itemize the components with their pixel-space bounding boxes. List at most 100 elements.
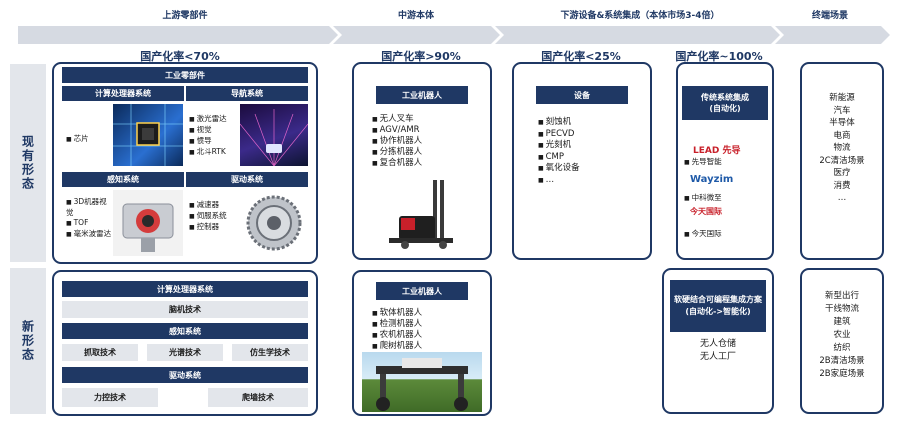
mid-current-list: 无人叉车 AGV/AMR 协作机器人 分拣机器人 复合机器人 (372, 114, 452, 169)
force-control-tech: 力控技术 (62, 388, 158, 407)
list-item: AGV/AMR (372, 125, 452, 136)
chip-icon (113, 104, 183, 166)
forklift-image (385, 178, 455, 250)
integration-list-1: 先导智能 (684, 157, 768, 168)
forklift-icon (389, 180, 453, 249)
list-item: 3D机器视觉 (66, 197, 112, 218)
list-item: 检测机器人 (372, 319, 462, 330)
list-item: 2B清洁场景 (819, 356, 865, 366)
list-item: 减速器 (189, 200, 237, 211)
list-item: 分拣机器人 (372, 147, 452, 158)
list-item: 纺织 (833, 343, 851, 353)
list-item: 复合机器人 (372, 158, 452, 169)
lidar-icon (240, 109, 308, 166)
lead-logo: LEAD 先导 (693, 146, 741, 156)
list-item: 无人叉车 (372, 114, 452, 125)
list-item: PECVD (538, 129, 628, 141)
list-item: 医疗 (833, 168, 851, 178)
bionic-tech: 仿生学技术 (232, 344, 308, 361)
chevron-upstream (18, 26, 338, 44)
scenes-new-frame (800, 268, 884, 414)
stage-title-upstream: 上游零部件 (162, 11, 208, 21)
list-item: 爬树机器人 (372, 341, 462, 352)
gear-icon (246, 195, 302, 251)
rate-upstream: 国产化率<70% (140, 50, 220, 63)
list-item: 消费 (833, 180, 851, 191)
nav-system-title: 导航系统 (186, 86, 308, 101)
nav-system-list: 激光雷达 视觉 惯导 北斗RTK (189, 114, 239, 158)
chip-image (113, 104, 183, 166)
list-item: 电商 (833, 130, 851, 141)
list-item: 惯导 (189, 136, 239, 147)
gear-image (240, 190, 308, 256)
list-item: 新型出行 (824, 291, 859, 301)
list-item: 2C清洁场景 (819, 155, 865, 166)
mid-current-header: 工业机器人 (376, 86, 468, 104)
rate-midstream: 国产化率>90% (381, 50, 461, 63)
list-item: 控制器 (189, 222, 237, 233)
list-item: 氧化设备 (538, 163, 628, 175)
mid-new-header: 工业机器人 (376, 282, 468, 300)
rate-integration: 国产化率~100% (675, 50, 763, 63)
list-item: 毫米波雷达 (66, 229, 112, 240)
compute-system-title: 计算处理器系统 (62, 86, 184, 101)
spectral-tech: 光谱技术 (147, 344, 223, 361)
chevron-terminal (775, 26, 890, 44)
list-item: 农业 (833, 330, 851, 340)
integration-list-2: 中科微至 (684, 193, 768, 204)
list-item: 2B家庭场景 (819, 369, 865, 379)
list-item: CMP (538, 152, 628, 164)
wayzim-logo: Wayzim (690, 174, 734, 185)
list-item: … (837, 193, 847, 203)
chevron-downstream (495, 26, 780, 44)
list-item: TOF (66, 218, 112, 229)
list-item: 农机机器人 (372, 330, 462, 341)
list-item: … (538, 175, 628, 187)
equipment-list: 刻蚀机 PECVD 光刻机 CMP 氧化设备 … (538, 117, 628, 186)
row-label-new: 新形态 (10, 268, 46, 414)
jintian-logo: 今天国际 (690, 207, 722, 216)
agri-robot-image (362, 352, 482, 412)
scenes-current-list: 新能源 汽车 半导体 电商 物流 2C清洁场景 医疗 消费 … (802, 92, 882, 205)
rate-equipment: 国产化率<25% (541, 50, 621, 63)
lidar-image (240, 104, 308, 166)
integration-new-list: 无人仓储 无人工厂 (670, 338, 766, 364)
list-item: 视觉 (189, 125, 239, 136)
equipment-header: 设备 (536, 86, 628, 104)
list-item: 汽车 (833, 105, 851, 116)
tractor-icon (376, 358, 468, 411)
brain-tech: 脑机技术 (62, 301, 308, 318)
list-item: 刻蚀机 (538, 117, 628, 129)
sensing-system-list: 3D机器视觉 TOF 毫米波雷达 (66, 197, 112, 240)
new-sensing-title: 感知系统 (62, 323, 308, 339)
grasp-tech: 抓取技术 (62, 344, 138, 361)
list-item: 新能源 (829, 93, 855, 103)
compute-system-list: 芯片 (66, 134, 110, 145)
list-item: 干线物流 (824, 304, 859, 314)
list-item: 北斗RTK (189, 147, 239, 158)
drive-system-title: 驱动系统 (186, 172, 308, 187)
list-item: 无人工厂 (699, 352, 736, 362)
sensing-system-title: 感知系统 (62, 172, 184, 187)
drive-system-list: 减速器 伺服系统 控制器 (189, 200, 237, 233)
list-item: 光刻机 (538, 140, 628, 152)
new-drive-title: 驱动系统 (62, 367, 308, 383)
list-item: 中科微至 (684, 193, 768, 204)
list-item: 伺服系统 (189, 211, 237, 222)
stage-title-midstream: 中游本体 (397, 11, 434, 21)
integration-current-header: 传统系统集成 (自动化) (682, 86, 768, 120)
list-item: 软体机器人 (372, 308, 462, 319)
list-item: 物流 (833, 143, 851, 153)
list-item: 无人仓储 (699, 339, 736, 349)
integration-new-header: 软硬结合可编程集成方案 (自动化->智能化) (670, 280, 766, 332)
list-item: 建筑 (833, 317, 851, 327)
list-item: 半导体 (829, 118, 855, 128)
stage-title-downstream: 下游设备&系统集成（本体市场3-4倍） (560, 11, 720, 21)
new-compute-title: 计算处理器系统 (62, 281, 308, 297)
scenes-new-list: 新型出行 干线物流 建筑 农业 纺织 2B清洁场景 2B家庭场景 (802, 290, 882, 381)
chevron-midstream (333, 26, 500, 44)
integration-list-3: 今天国际 (684, 229, 768, 240)
wall-climb-tech: 爬墙技术 (208, 388, 308, 407)
list-item: 先导智能 (684, 157, 768, 168)
row-label-current: 现有形态 (10, 64, 46, 262)
